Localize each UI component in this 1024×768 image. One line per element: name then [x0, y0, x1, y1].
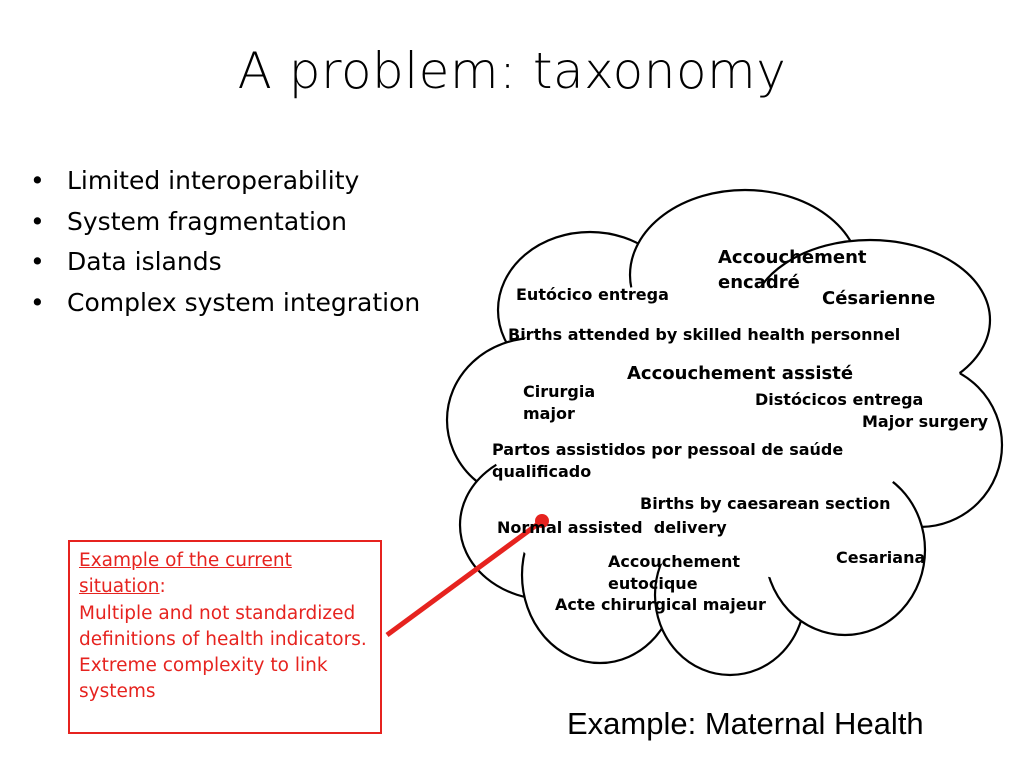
bullet-item: Limited interoperability	[30, 165, 430, 198]
bullet-item: Complex system integration	[30, 287, 430, 320]
callout-colon: :	[159, 576, 166, 598]
cloud-term: Eutócico entrega	[516, 285, 669, 304]
callout-heading: Example of the current situation	[79, 550, 292, 598]
cloud-term: Cesariana	[836, 548, 926, 567]
cloud-term: Cirurgia major	[523, 382, 596, 424]
cloud-term: Major surgery	[862, 412, 989, 431]
cloud-term: Normal assisted delivery	[497, 518, 727, 537]
bullet-item: System fragmentation	[30, 206, 430, 239]
slide-title: A problem: taxonomy	[237, 42, 787, 100]
callout-body: Multiple and not standardized definition…	[79, 602, 367, 703]
cloud-term: Births attended by skilled health person…	[508, 325, 901, 344]
callout-connector-dot	[535, 514, 549, 528]
caption: Example: Maternal Health	[567, 706, 924, 741]
cloud-term: Distócicos entrega	[755, 390, 924, 409]
cloud-term: Césarienne	[822, 288, 936, 309]
bullet-list: Limited interoperability System fragment…	[30, 165, 430, 327]
callout-box: Example of the current situation: Multip…	[68, 540, 382, 734]
cloud-term: Accouchement eutocique	[608, 552, 741, 594]
callout-connector	[385, 518, 544, 638]
bullet-item: Data islands	[30, 246, 430, 279]
cloud-term: Births by caesarean section	[640, 494, 891, 513]
cloud-term: Acte chirurgical majeur	[555, 595, 766, 614]
cloud-term: Partos assistidos por pessoal de saúde q…	[492, 440, 844, 482]
cloud-term: Accouchement assisté	[627, 363, 854, 384]
cloud-term: Accouchement encadré	[718, 247, 867, 294]
